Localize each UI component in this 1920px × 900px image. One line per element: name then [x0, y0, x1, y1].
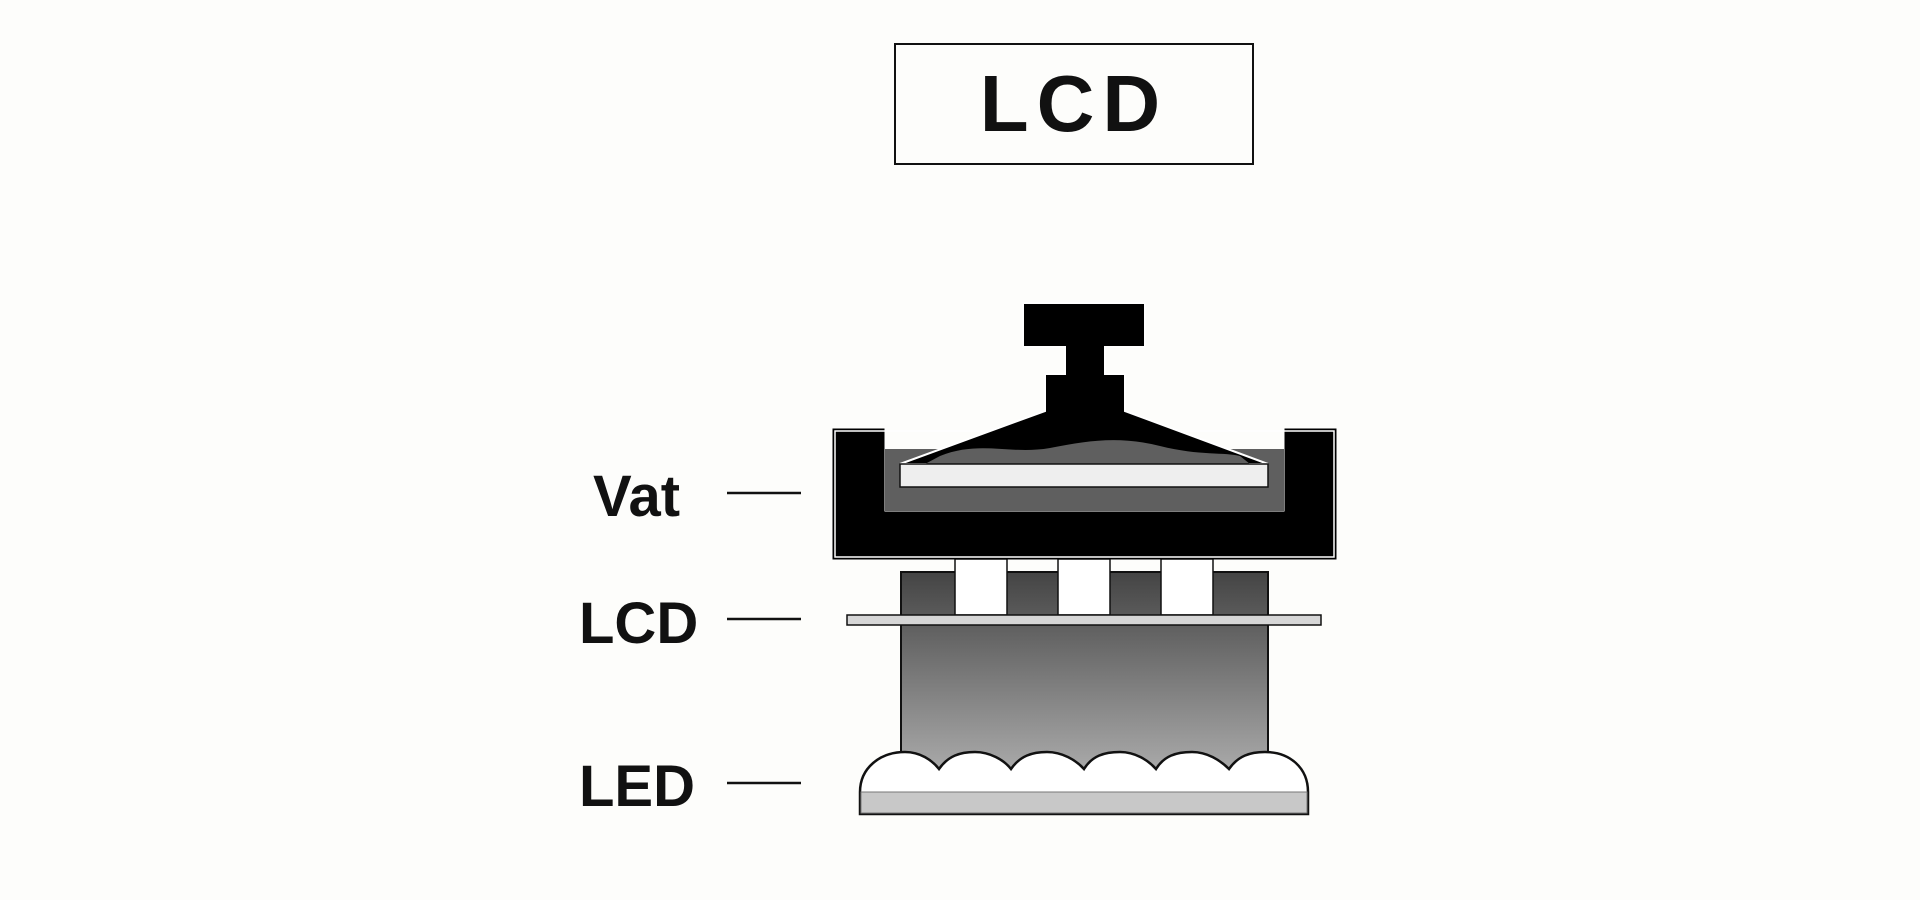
light-columns	[954, 558, 1214, 616]
build-platform	[899, 302, 1269, 465]
title: LCD	[979, 59, 1169, 148]
label-lcd: LCD	[579, 591, 699, 656]
label-led: LED	[579, 754, 695, 819]
resin-under-platform	[925, 440, 1250, 464]
build-plate	[899, 463, 1269, 488]
label-vat: Vat	[593, 464, 681, 529]
lcd-screen	[846, 614, 1322, 626]
vat	[832, 428, 1337, 560]
led-base	[860, 791, 1308, 814]
title-box: LCD	[894, 43, 1254, 165]
